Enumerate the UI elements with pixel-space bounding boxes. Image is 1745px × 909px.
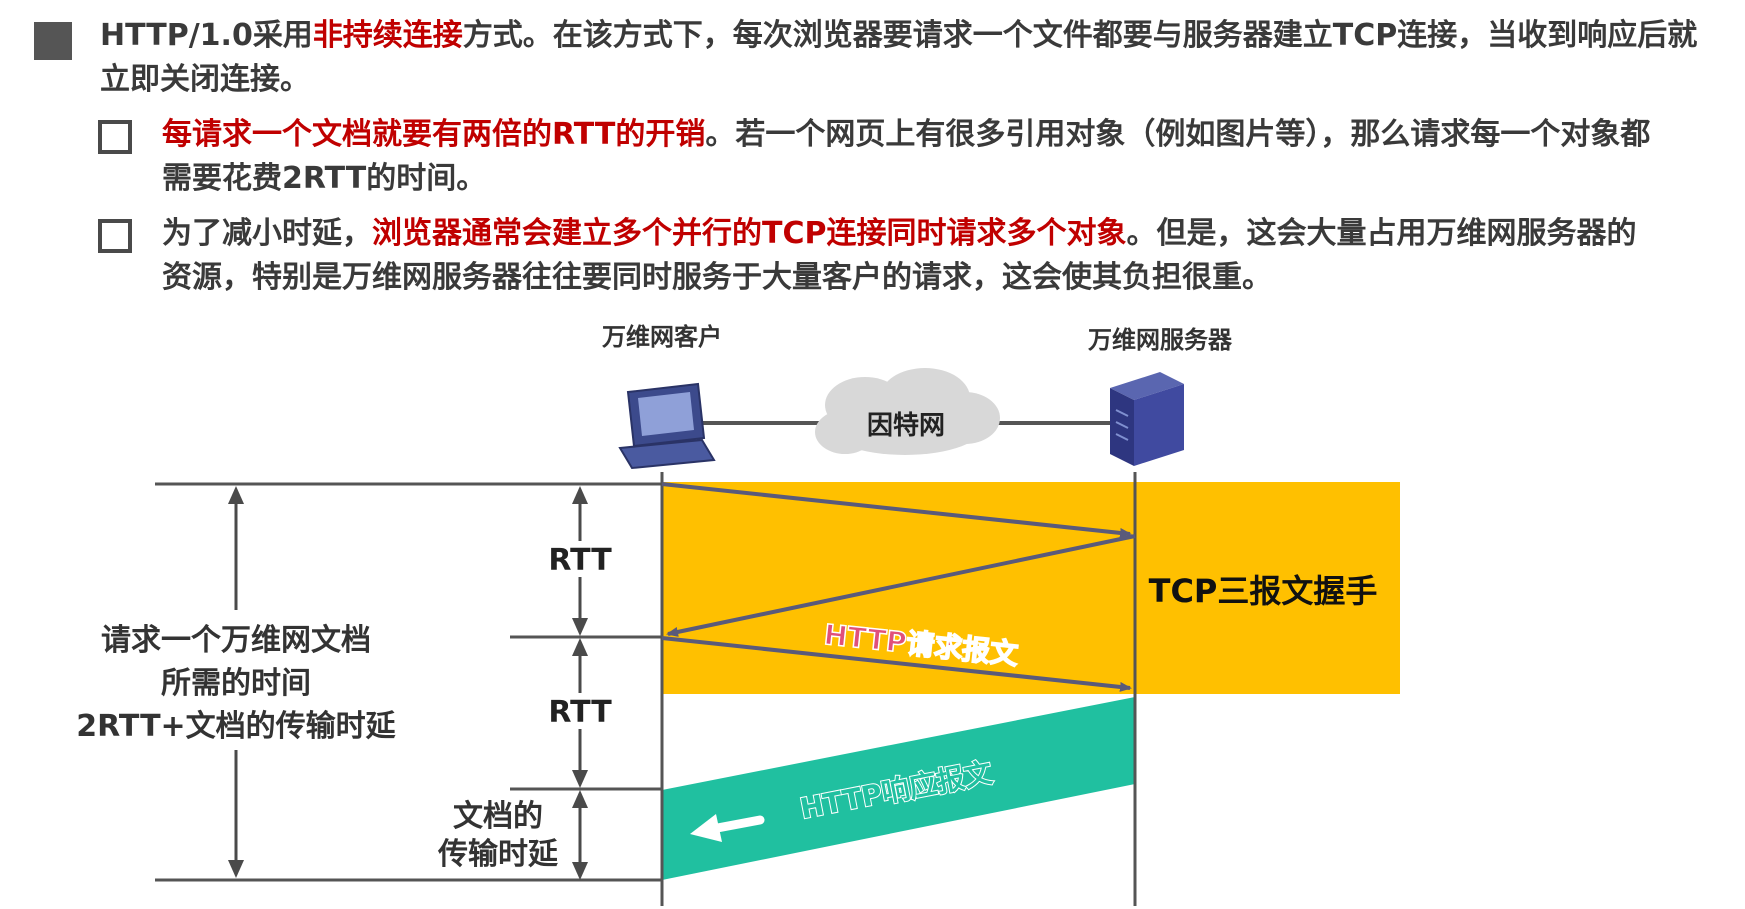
total-time-bracket — [228, 486, 244, 878]
doc-delay-line1: 文档的 — [453, 799, 543, 834]
internet-label: 因特网 — [867, 410, 945, 441]
sub-item-2-highlight: 浏览器通常会建立多个并行的TCP连接同时请求多个对象 — [372, 216, 1127, 251]
sub-item-2: 为了减小时延，浏览器通常会建立多个并行的TCP连接同时请求多个对象。但是，这会大… — [162, 212, 1662, 300]
main-bullet-square — [34, 22, 72, 60]
sub-item-1-suffix: 。若一个网页上有很多引用对象（例如图片等），那么请求每一个对象都需要花费2RTT… — [162, 117, 1651, 196]
syn-arrow — [661, 482, 1132, 538]
doc-delay-line2: 传输时延 — [437, 837, 559, 872]
response-direction-arrow-icon — [690, 814, 765, 842]
paragraph-main-prefix: HTTP/1.0采用 — [100, 18, 313, 53]
total-time-line3: 2RTT+文档的传输时延 — [76, 709, 396, 744]
doc-delay-bracket — [572, 790, 588, 880]
syn-ack-arrow — [666, 534, 1136, 637]
server-icon — [1110, 372, 1184, 466]
rtt1-label-bg — [540, 541, 620, 577]
sub-item-1: 每请求一个文档就要有两倍的RTT的开销。若一个网页上有很多引用对象（例如图片等）… — [162, 113, 1662, 201]
client-label: 万维网客户 — [602, 323, 722, 351]
rtt2-label: RTT — [548, 695, 612, 730]
paragraph-main-suffix: 方式。在该方式下，每次浏览器要请求一个文件都要与服务器建立TCP连接，当收到响应… — [100, 18, 1698, 97]
server-label: 万维网服务器 — [1088, 326, 1233, 354]
internet-cloud-icon — [815, 368, 1000, 455]
sub-bullet-1 — [98, 120, 132, 154]
request-arrow — [661, 636, 1132, 692]
total-time-line1: 请求一个万维网文档 — [101, 623, 371, 658]
rtt2-label-bg — [540, 693, 620, 729]
rtt1-label: RTT — [548, 543, 612, 578]
response-band — [662, 697, 1135, 880]
paragraph-main: HTTP/1.0采用非持续连接方式。在该方式下，每次浏览器要请求一个文件都要与服… — [100, 14, 1700, 102]
client-computer-icon — [618, 382, 716, 470]
handshake-region — [662, 482, 1400, 694]
sub-item-2-prefix: 为了减小时延， — [162, 216, 372, 251]
sub-item-1-highlight: 每请求一个文档就要有两倍的RTT的开销 — [162, 117, 706, 152]
sub-bullet-2 — [98, 219, 132, 253]
paragraph-main-highlight: 非持续连接 — [312, 18, 463, 53]
sub-item-2-suffix: 。但是，这会大量占用万维网服务器的资源，特别是万维网服务器往往要同时服务于大量客… — [162, 216, 1637, 295]
handshake-label: TCP三报文握手 — [1149, 572, 1378, 610]
total-time-line2: 所需的时间 — [161, 666, 311, 701]
